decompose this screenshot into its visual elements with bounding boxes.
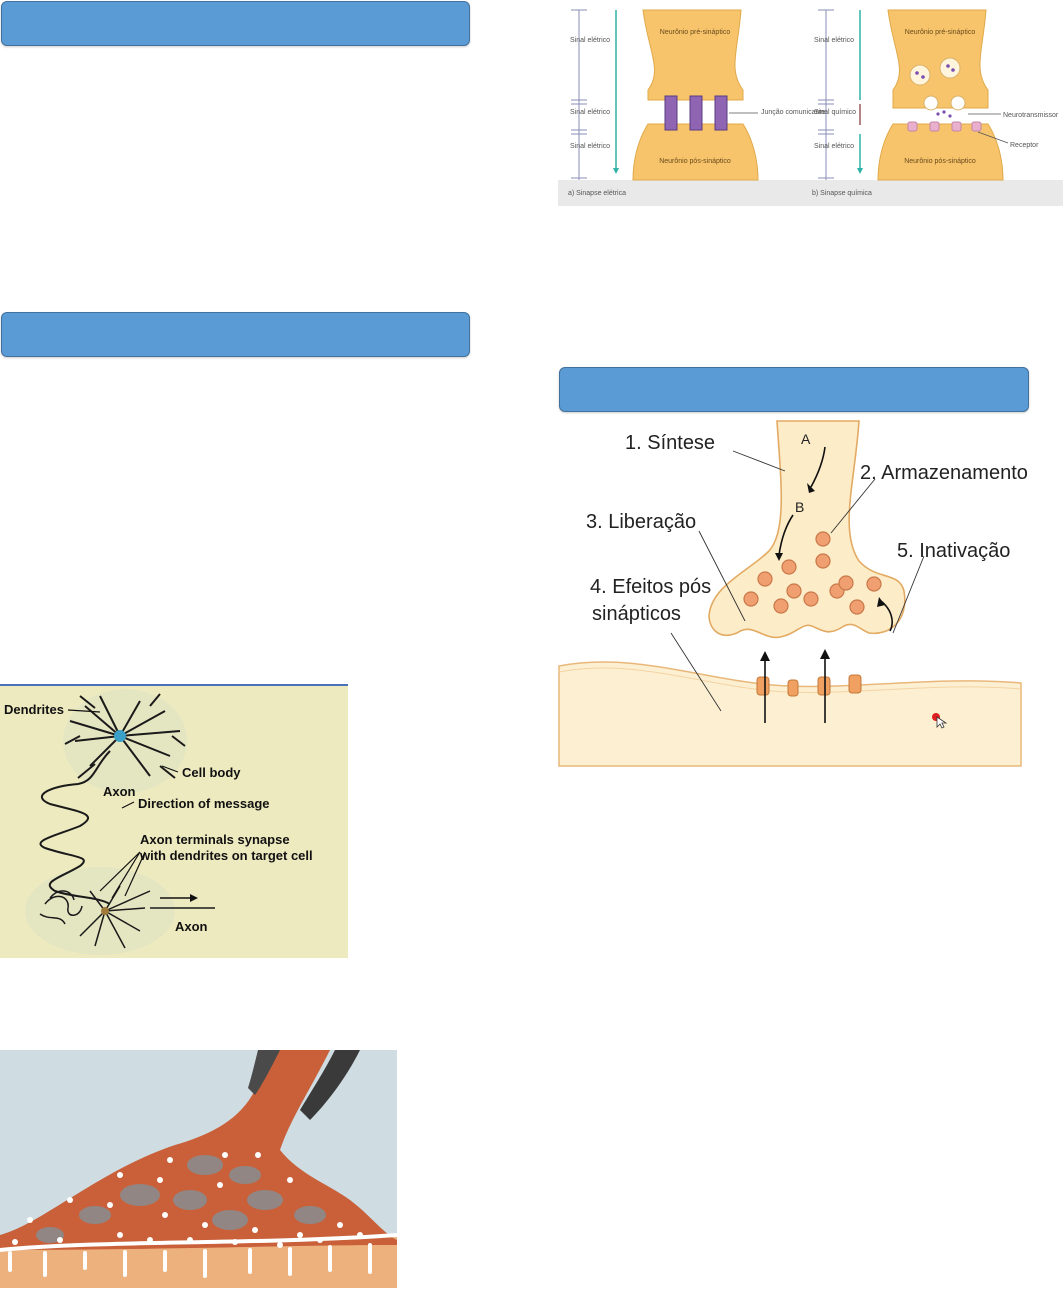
label-axon-2: Axon xyxy=(175,919,208,934)
letter-a: A xyxy=(801,431,811,447)
label-dendrites: Dendrites xyxy=(4,702,64,717)
step-sintese: 1. Síntese xyxy=(625,432,715,454)
section-header-2 xyxy=(1,312,470,357)
label-cell-body: Cell body xyxy=(182,765,241,780)
caption-a: a) Sinapse elétrica xyxy=(568,190,626,197)
caption-b: b) Sinapse química xyxy=(812,190,872,197)
left-signal-2: Sinal elétrico xyxy=(570,109,610,116)
section-header-3 xyxy=(559,367,1029,412)
neuron-diagram-figure: Dendrites Cell body Axon Direction of me… xyxy=(0,684,348,958)
neurotransmission-steps-figure: A B 1. Síntese 2. Armazenamento 3. Liber… xyxy=(558,420,1028,767)
neurotransmissor-label: Neurotransmissor xyxy=(1003,112,1059,119)
section-header-1 xyxy=(1,1,470,46)
right-signal-3: Sinal elétrico xyxy=(814,143,854,150)
left-pre-neuron-label: Neurônio pré-sináptico xyxy=(660,29,731,36)
synaptic-terminal-figure xyxy=(0,1050,399,1288)
left-signal-1: Sinal elétrico xyxy=(570,37,610,44)
label-direction: Direction of message xyxy=(138,796,270,811)
step-liberacao: 3. Liberação xyxy=(586,511,696,533)
right-pre-neuron-label: Neurônio pré-sináptico xyxy=(905,29,976,36)
step-inativacao: 5. Inativação xyxy=(897,540,1010,562)
left-signal-3: Sinal elétrico xyxy=(570,143,610,150)
synapse-types-figure: Sinal elétrico Sinal elétrico Sinal elét… xyxy=(558,0,1063,206)
step-efeitos-line2: sinápticos xyxy=(592,603,681,625)
label-axon: Axon xyxy=(103,784,136,799)
left-post-neuron-label: Neurônio pós-sináptico xyxy=(659,158,731,165)
right-signal-1: Sinal elétrico xyxy=(814,37,854,44)
juncao-label: Junção comunicante xyxy=(761,109,825,116)
step-armazenamento: 2. Armazenamento xyxy=(860,462,1028,484)
step-efeitos-line1: 4. Efeitos pós xyxy=(590,576,711,598)
label-terminals-1: Axon terminals synapse xyxy=(140,832,290,847)
letter-b: B xyxy=(795,499,804,515)
cursor-icon xyxy=(936,716,948,729)
label-terminals-2: with dendrites on target cell xyxy=(139,848,313,863)
right-post-neuron-label: Neurônio pós-sináptico xyxy=(904,158,976,165)
right-signal-2: Sinal químico xyxy=(814,109,856,116)
receptor-label: Receptor xyxy=(1010,142,1039,149)
